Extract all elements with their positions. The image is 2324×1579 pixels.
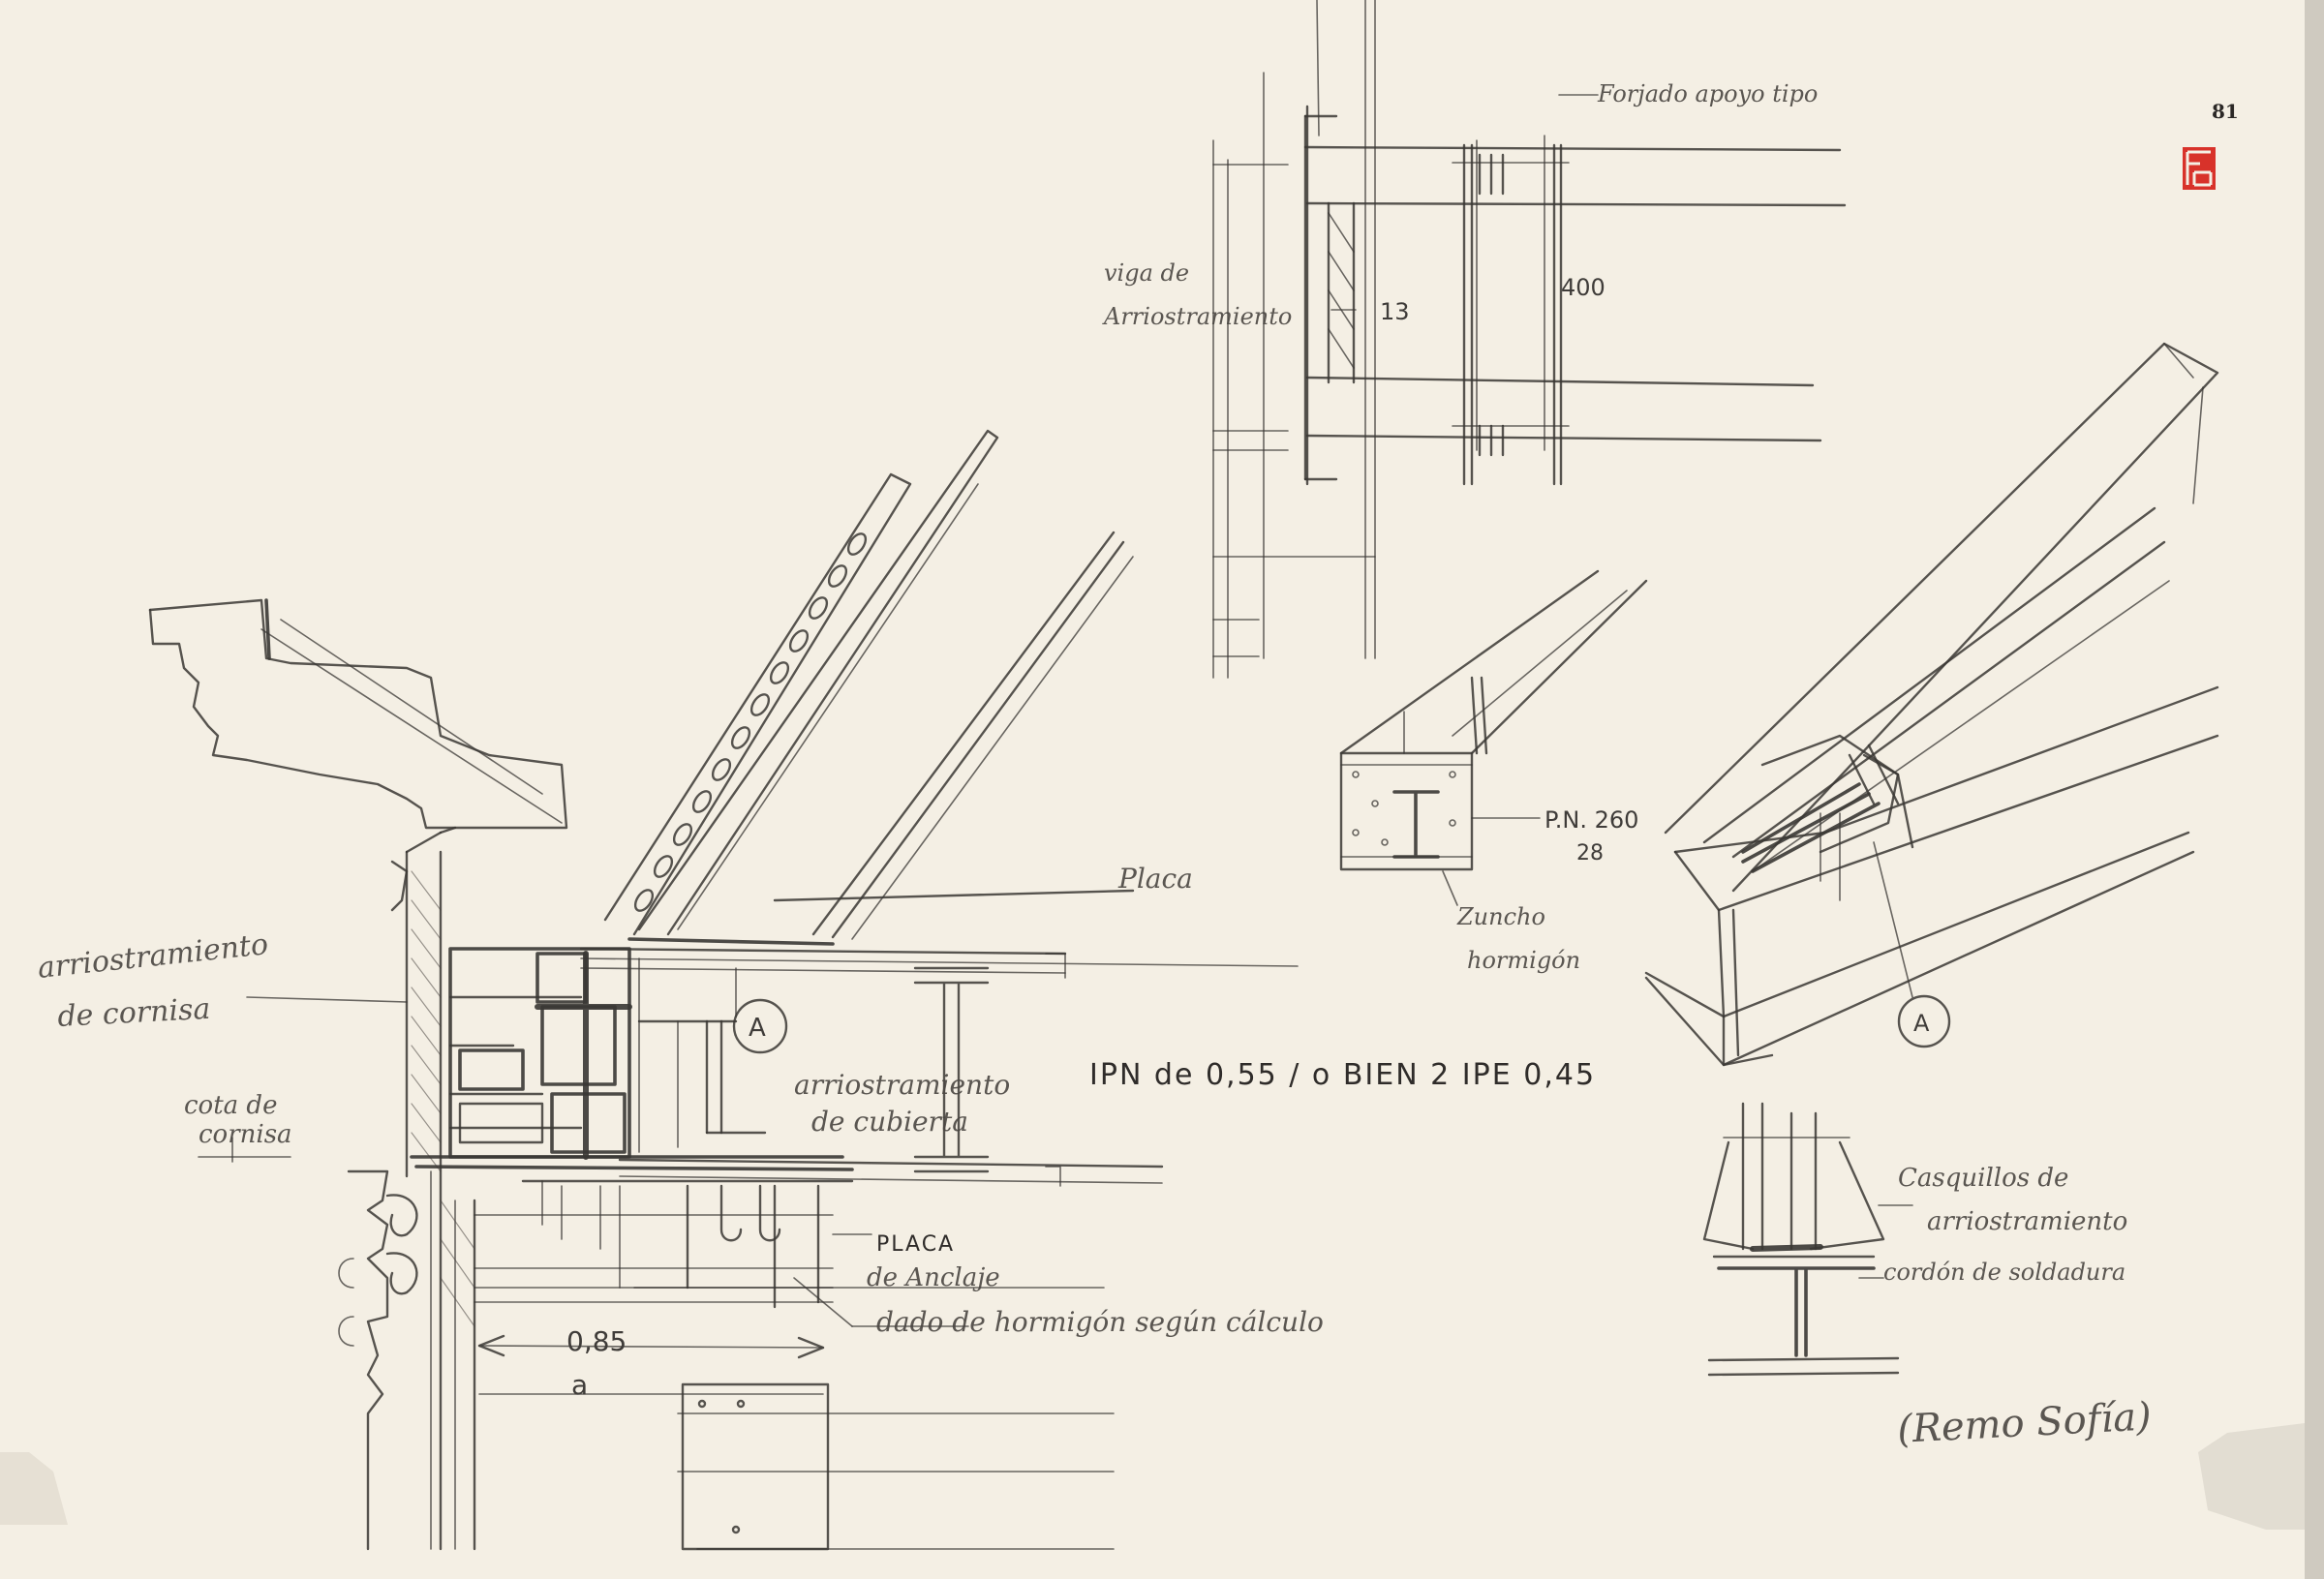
marker-a-axonometric: A [1913, 1010, 1930, 1037]
dim-a: a [571, 1369, 588, 1401]
label-zuncho-1: Zuncho [1456, 903, 1545, 930]
label-viga-de: viga de [1104, 259, 1189, 287]
label-cota-de-2: cornisa [199, 1120, 292, 1149]
dim-13: 13 [1380, 298, 1410, 325]
zuncho-detail-sketch [1339, 569, 1648, 906]
cornice-section-sketch [148, 429, 1299, 1551]
label-casquillos-1: Casquillos de [1898, 1164, 2068, 1193]
label-placa-anclaje-1: PLACA [876, 1232, 955, 1257]
paper-corner-tear-left [0, 1452, 68, 1525]
label-arriostramiento-top: Arriostramiento [1102, 303, 1292, 330]
paper-edge-shadow [2305, 0, 2324, 1579]
label-pn-260: P.N. 260 [1544, 806, 1638, 834]
paper-corner-tear-right [2198, 1423, 2305, 1530]
page-number: 81 [2212, 100, 2239, 123]
label-arriostramiento-cubierta-1: arriostramiento [794, 1069, 1010, 1101]
marker-a-main: A [749, 1014, 766, 1043]
label-arriostramiento-cornisa-2: de cornisa [57, 992, 212, 1034]
label-cordon-soldadura: cordón de soldadura [1883, 1259, 2125, 1286]
label-zuncho-2: hormigón [1467, 947, 1580, 974]
label-ipn-note: IPN de 0,55 / o BIEN 2 IPE 0,45 [1089, 1058, 1596, 1092]
label-placa: Placa [1117, 863, 1193, 895]
label-arriostramiento-cubierta-2: de cubierta [811, 1106, 968, 1138]
dim-400: 400 [1561, 274, 1605, 301]
plan-detail-sketch [1212, 0, 1847, 679]
label-dado-hormigon: dado de hormigón según cálculo [876, 1306, 1324, 1338]
dim-085: 0,85 [566, 1325, 627, 1357]
label-placa-anclaje-2: de Anclaje [867, 1263, 1000, 1292]
fa-monogram-stamp [2183, 147, 2216, 190]
dim-28: 28 [1576, 841, 1604, 865]
label-cota-de-1: cota de [184, 1091, 277, 1120]
axonometric-connection-sketch [1644, 342, 2219, 1067]
gusset-detail-sketch [1702, 1102, 1913, 1377]
label-forjado-apoyo: Forjado apoyo tipo [1597, 80, 1818, 107]
label-casquillos-2: arriostramiento [1927, 1207, 2127, 1236]
